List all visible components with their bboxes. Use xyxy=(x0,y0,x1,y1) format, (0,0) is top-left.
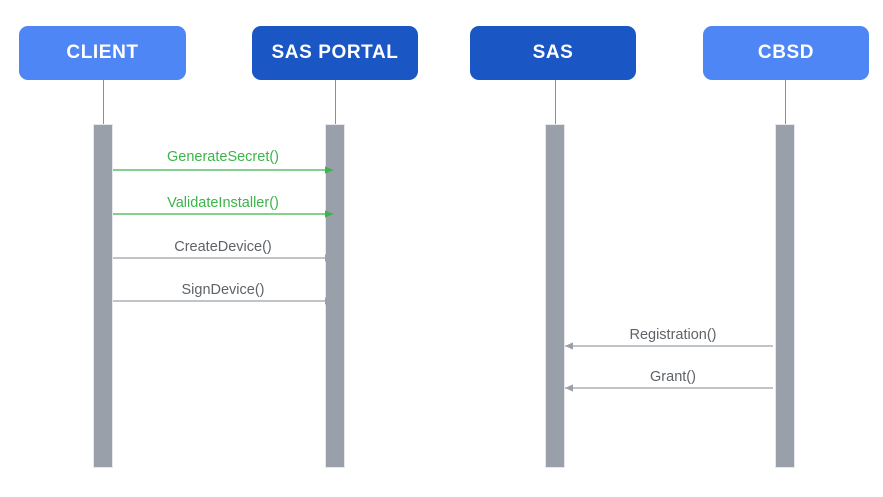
activation-bar-client xyxy=(93,124,113,468)
actor-label-sas-portal: SAS PORTAL xyxy=(271,42,399,63)
activation-bar-sas-portal xyxy=(325,124,345,468)
actor-box-client[interactable]: CLIENT xyxy=(19,26,186,80)
actor-box-sas-portal[interactable]: SAS PORTAL xyxy=(252,26,418,80)
activation-bar-cbsd xyxy=(775,124,795,468)
arrowhead-grant xyxy=(565,384,573,392)
activation-bar-sas xyxy=(545,124,565,468)
message-label-validate-installer: ValidateInstaller() xyxy=(167,195,279,211)
message-label-grant: Grant() xyxy=(650,369,696,385)
actor-box-sas[interactable]: SAS xyxy=(470,26,636,80)
message-label-sign-device: SignDevice() xyxy=(181,282,265,298)
actor-label-client: CLIENT xyxy=(66,42,139,63)
message-label-create-device: CreateDevice() xyxy=(174,239,272,255)
actor-label-cbsd: CBSD xyxy=(757,42,815,63)
message-label-generate-secret: GenerateSecret() xyxy=(166,149,280,165)
actor-box-cbsd[interactable]: CBSD xyxy=(703,26,869,80)
arrowhead-registration xyxy=(565,342,573,350)
actor-label-sas: SAS xyxy=(532,42,574,63)
message-label-registration: Registration() xyxy=(629,327,717,343)
